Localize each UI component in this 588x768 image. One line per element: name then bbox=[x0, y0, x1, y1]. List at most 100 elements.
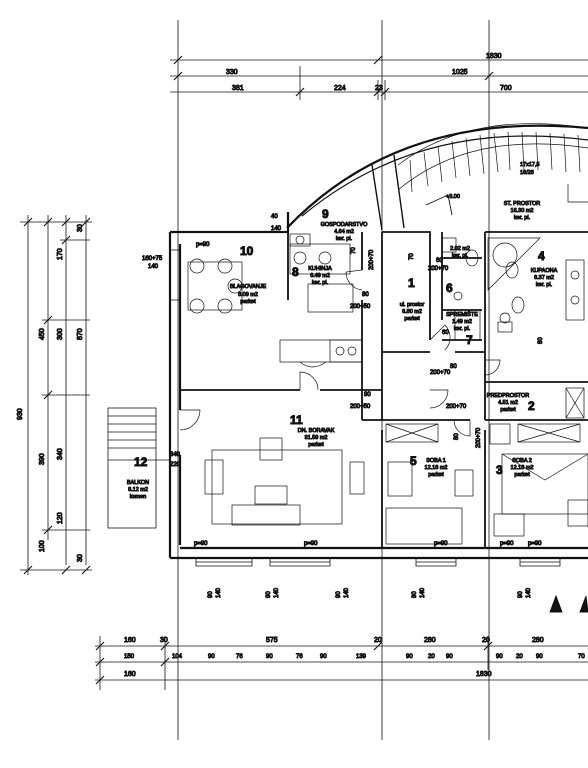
room-name-10: BLAGOVANJE bbox=[230, 284, 267, 290]
opening-340: 340 bbox=[170, 452, 181, 458]
dim-left-300: 300 bbox=[57, 328, 64, 340]
dim-bottom-76b: 76 bbox=[296, 654, 303, 660]
opening-140a: 140 bbox=[148, 264, 159, 270]
dim-left-100: 100 bbox=[39, 540, 46, 552]
room-area-12: 8.12 m2 bbox=[128, 487, 148, 493]
dim-bottom-90a: 90 bbox=[208, 654, 215, 660]
room-number-1: 1 bbox=[408, 276, 415, 290]
dim-bottom-90f: 90 bbox=[496, 654, 503, 660]
room-number-2: 2 bbox=[528, 399, 535, 413]
dim-bottom-20d: 20 bbox=[516, 654, 523, 660]
opening-200-70b: 200+70 bbox=[428, 266, 449, 272]
opening-40: 40 bbox=[271, 214, 278, 220]
opening-140-w1: 140 bbox=[216, 587, 222, 598]
door-swings bbox=[179, 269, 501, 437]
dim-bottom-575: 575 bbox=[266, 637, 278, 644]
room-number-4: 4 bbox=[538, 249, 545, 263]
stair-step-count: 16/28 bbox=[520, 170, 534, 176]
windows bbox=[170, 249, 561, 567]
living-furniture bbox=[204, 437, 365, 526]
room-floor-9: ker. pl. bbox=[336, 236, 353, 242]
opening-p90-e: p=90 bbox=[528, 541, 542, 547]
room-floor-12: kamen bbox=[130, 494, 147, 500]
dim-left-870: 870 bbox=[77, 328, 84, 340]
dim-bottom-280b: 280 bbox=[532, 637, 544, 644]
room-number-11: 11 bbox=[290, 413, 303, 427]
room-floor-1: parket bbox=[404, 316, 420, 322]
room-number-6: 6 bbox=[446, 281, 453, 295]
opening-70b: 70 bbox=[409, 253, 415, 260]
dim-left-340: 340 bbox=[57, 448, 64, 460]
room-name-11: DN. BORAVAK bbox=[298, 428, 335, 434]
opening-p90-b: p=90 bbox=[194, 541, 208, 547]
room-floor-6: ker. pl. bbox=[452, 253, 469, 259]
room-floor-2: parket bbox=[500, 407, 516, 413]
dim-bottom-70: 70 bbox=[578, 654, 585, 660]
exterior-walls bbox=[168, 124, 588, 560]
opening-200-70c: 200+70 bbox=[430, 370, 451, 376]
section-markers bbox=[549, 594, 588, 613]
room-area-1: 6.80 m2 bbox=[402, 309, 422, 315]
room-area-10: 8.09 m2 bbox=[238, 292, 258, 298]
room-number-8: 8 bbox=[292, 265, 299, 279]
opening-200-50a: 200+50 bbox=[350, 304, 371, 310]
room-area-5: 12.18 m2 bbox=[425, 465, 448, 471]
room-floor-3: parket bbox=[514, 472, 530, 478]
dim-bottom-total: 1830 bbox=[476, 671, 492, 678]
room-floor-5: parket bbox=[428, 472, 444, 478]
dim-bottom-139: 139 bbox=[356, 654, 367, 660]
room-name-4: KUPAONA bbox=[531, 268, 558, 274]
dim-bottom-20a: 20 bbox=[374, 637, 382, 644]
stair-step-size: 17x17,5 bbox=[520, 162, 540, 168]
opening-80e: 80 bbox=[454, 433, 460, 440]
dim-bottom-150: 150 bbox=[124, 654, 135, 660]
dim-top-224: 224 bbox=[334, 85, 346, 92]
room-area-4: 8.37 m2 bbox=[534, 275, 554, 281]
dim-top-700: 700 bbox=[500, 85, 512, 92]
wc-fixtures bbox=[441, 237, 511, 341]
room-name-8: KUHINJA bbox=[308, 266, 332, 272]
room-floor-4: ker. pl. bbox=[536, 282, 553, 288]
dim-bottom-20b: 20 bbox=[482, 637, 490, 644]
dim-left-390: 390 bbox=[39, 453, 46, 465]
opening-200-50b: 200+50 bbox=[350, 404, 371, 410]
room-number-9: 9 bbox=[322, 207, 329, 221]
dim-bottom-76a: 76 bbox=[236, 654, 243, 660]
curved-staircase bbox=[397, 123, 588, 216]
room-floor-8: ker. pl. bbox=[312, 280, 329, 286]
room-area-7: 1.49 m2 bbox=[452, 319, 472, 325]
room-area-3: 12.18 m2 bbox=[511, 465, 534, 471]
dim-bottom-160a: 160 bbox=[124, 637, 136, 644]
opening-p90-d: p=90 bbox=[434, 541, 448, 547]
top-dimension-lines bbox=[170, 20, 588, 740]
opening-140-w3: 140 bbox=[344, 587, 350, 598]
opening-90-w2: 90 bbox=[266, 591, 272, 598]
opening-60b: 60 bbox=[436, 258, 443, 264]
bottom-dimension-lines bbox=[95, 636, 588, 690]
room-floor-7: ker. pl. bbox=[454, 326, 471, 332]
dim-top-330: 330 bbox=[226, 69, 238, 76]
opening-140-w2: 140 bbox=[274, 587, 280, 598]
room-name-2: PREDPROSTOR bbox=[487, 393, 529, 399]
opening-200-70e: 200+70 bbox=[476, 427, 482, 448]
dining-table bbox=[187, 258, 243, 314]
room-area-6: 2.02 m2 bbox=[450, 246, 470, 252]
kitchen-counters bbox=[279, 243, 363, 368]
room-area-2: 4.51 m2 bbox=[498, 400, 518, 406]
room3-furniture bbox=[489, 423, 588, 537]
bathroom-fixtures bbox=[487, 237, 585, 419]
room-name-7: SPREMIŠTE bbox=[446, 311, 478, 318]
opening-90-w1: 90 bbox=[208, 591, 214, 598]
dim-top-1025: 1025 bbox=[452, 69, 468, 76]
opening-200-70d: 200+70 bbox=[446, 404, 467, 410]
room5-furniture bbox=[385, 423, 474, 545]
opening-90-w3: 90 bbox=[336, 591, 342, 598]
dim-left-30a: 30 bbox=[77, 224, 84, 232]
opening-80d: 80 bbox=[538, 337, 544, 344]
room-area-8: 6.49 m2 bbox=[310, 273, 330, 279]
opening-p90-a: p=90 bbox=[196, 242, 210, 248]
opening-p90-c: p=90 bbox=[304, 541, 318, 547]
dim-bottom-160b: 160 bbox=[124, 671, 136, 678]
opening-220: 220 bbox=[170, 462, 181, 468]
